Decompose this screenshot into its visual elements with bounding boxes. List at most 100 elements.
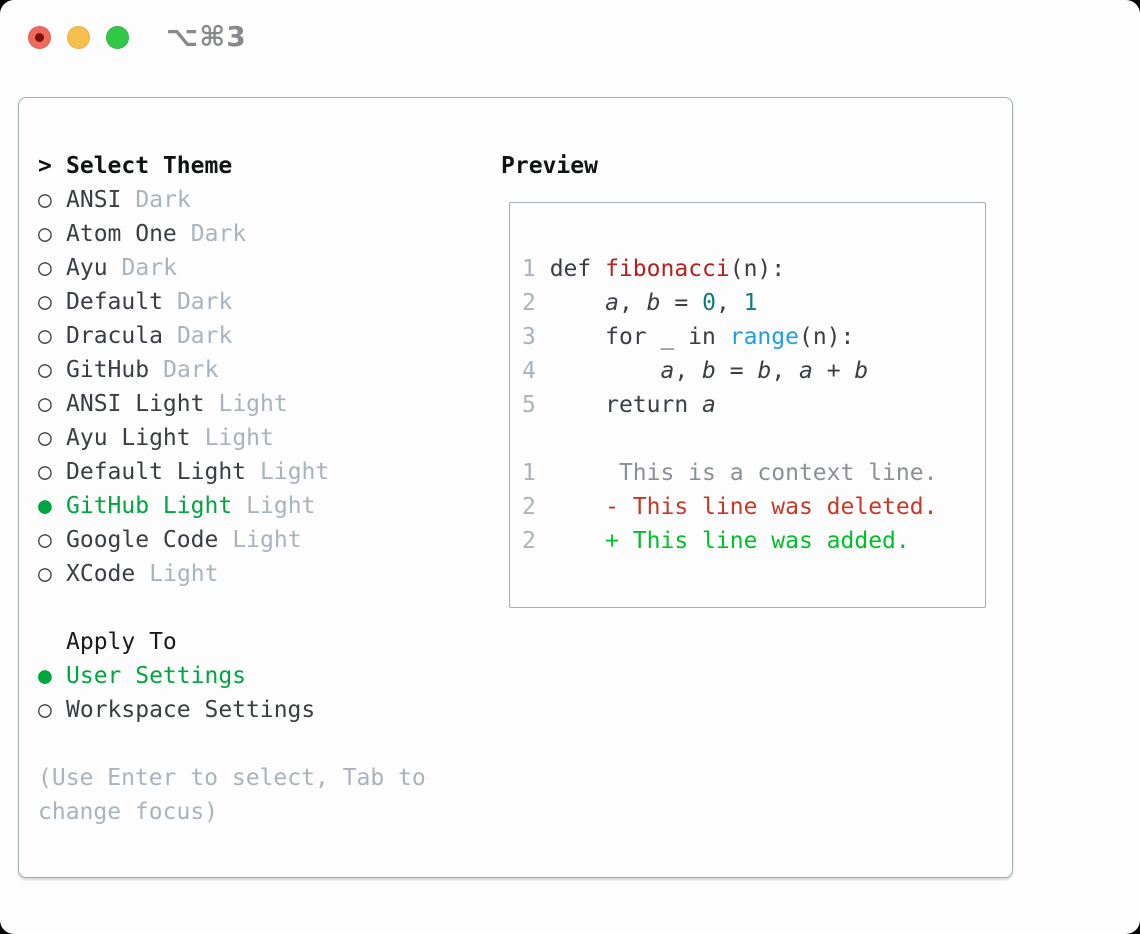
apply-option-workspace-settings[interactable]: ○Workspace Settings (38, 693, 498, 727)
code-line-4: 4 a, b = b, a + b (522, 354, 985, 388)
theme-variant: Light (246, 493, 316, 519)
line-number: 2 (522, 494, 536, 520)
close-button[interactable] (28, 26, 51, 49)
code-blank-line (522, 422, 985, 456)
theme-option-google-code[interactable]: ○ Google Code Light (38, 523, 498, 557)
theme-variant: Light (149, 561, 219, 587)
radio-icon: ○ (38, 187, 52, 213)
zoom-button[interactable] (106, 26, 129, 49)
code-token: = (715, 358, 758, 384)
apply-to-heading: Apply To (66, 629, 177, 655)
code-token: , (715, 290, 744, 316)
code-token: b (854, 358, 869, 384)
radio-icon: ○ (38, 527, 52, 553)
code-token: , (618, 290, 647, 316)
radio-icon: ○ (38, 391, 52, 417)
theme-variant: Dark (121, 255, 177, 281)
theme-name: ANSI Light (66, 391, 205, 417)
line-number: 5 (522, 392, 536, 418)
theme-option-ansi-dark[interactable]: ○ ANSI Dark (38, 183, 498, 217)
code-token: (n): (798, 324, 855, 350)
code-token: 0 (702, 290, 716, 316)
code-token: = (660, 290, 703, 316)
select-theme-heading: >Select Theme (38, 149, 498, 183)
code-line-3: 3 for _ in range(n): (522, 320, 985, 354)
apply-option-label: User Settings (66, 663, 247, 689)
theme-variant: Dark (163, 357, 219, 383)
code-token: - This line was deleted. (535, 494, 938, 520)
theme-option-default-dark[interactable]: ○ Default Dark (38, 285, 498, 319)
theme-option-dracula-dark[interactable]: ○ Dracula Dark (38, 319, 498, 353)
code-token: , (771, 358, 800, 384)
theme-variant: Dark (190, 221, 247, 247)
keyboard-hint-line-1: (Use Enter to select, Tab to (38, 765, 426, 791)
code-token (536, 290, 605, 316)
code-line-2: 2 a, b = 0, 1 (522, 286, 985, 320)
line-number: 1 (522, 256, 536, 282)
code-token: + This line was added. (535, 528, 910, 554)
theme-variant: Dark (176, 323, 233, 349)
radio-selected-icon: ● (38, 493, 52, 519)
window-shortcut-label: ⌥⌘3 (166, 20, 247, 53)
theme-variant: Light (218, 391, 288, 417)
theme-name: Dracula (66, 323, 163, 349)
close-button-inner-dot (35, 33, 44, 42)
theme-option-ansi-light[interactable]: ○ ANSI Light Light (38, 387, 498, 421)
diff-added-line: 2 + This line was added. (522, 524, 985, 558)
code-token: This is a context line. (535, 460, 938, 486)
radio-icon: ○ (38, 425, 52, 451)
theme-name: GitHub Light (66, 493, 233, 519)
radio-icon: ○ (38, 697, 52, 723)
code-token: for _ in (535, 324, 730, 350)
code-token: def (535, 256, 606, 282)
theme-name: Atom One (66, 221, 177, 247)
radio-selected-icon: ● (38, 663, 52, 689)
code-token: a (799, 358, 813, 384)
theme-option-github-light[interactable]: ● GitHub Light Light (38, 489, 498, 523)
preview-heading: Preview (501, 153, 598, 179)
code-token: b (702, 358, 716, 384)
theme-option-atom-one-dark[interactable]: ○ Atom One Dark (38, 217, 498, 251)
theme-variant: Light (232, 527, 302, 553)
keyboard-hint-line-2: change focus) (38, 799, 219, 825)
code-token: a (702, 392, 716, 418)
theme-name: ANSI (66, 187, 122, 213)
code-preview-box: 1 def fibonacci(n): 2 a, b = 0, 1 3 for … (509, 202, 986, 608)
spacer (38, 727, 498, 761)
theme-name: Google Code (66, 527, 219, 553)
theme-name: Default (66, 289, 163, 315)
code-token: 1 (743, 290, 758, 316)
code-token: a (660, 358, 675, 384)
radio-icon: ○ (38, 323, 52, 349)
theme-name: XCode (66, 561, 136, 587)
code-token: b (757, 358, 772, 384)
theme-variant: Dark (135, 187, 191, 213)
code-token (536, 358, 661, 384)
theme-variant: Light (260, 459, 330, 485)
code-line-5: 5 return a (522, 388, 985, 422)
prompt-icon: > (38, 153, 52, 179)
theme-variant: Dark (176, 289, 233, 315)
theme-name: Ayu Light (66, 425, 191, 451)
apply-option-user-settings[interactable]: ● User Settings (38, 659, 498, 693)
minimize-button[interactable] (67, 26, 90, 49)
line-number: 3 (522, 324, 536, 350)
radio-icon: ○ (38, 255, 52, 281)
radio-icon: ○ (38, 221, 52, 247)
code-token: return (535, 392, 703, 418)
code-token: range (729, 324, 799, 350)
radio-icon: ○ (38, 289, 52, 315)
theme-name: Default Light (66, 459, 247, 485)
code-token: b (646, 290, 661, 316)
line-number: 2 (522, 528, 536, 554)
code-token: (n): (729, 256, 786, 282)
code-preview-content: 1 def fibonacci(n): 2 a, b = 0, 1 3 for … (510, 203, 985, 558)
